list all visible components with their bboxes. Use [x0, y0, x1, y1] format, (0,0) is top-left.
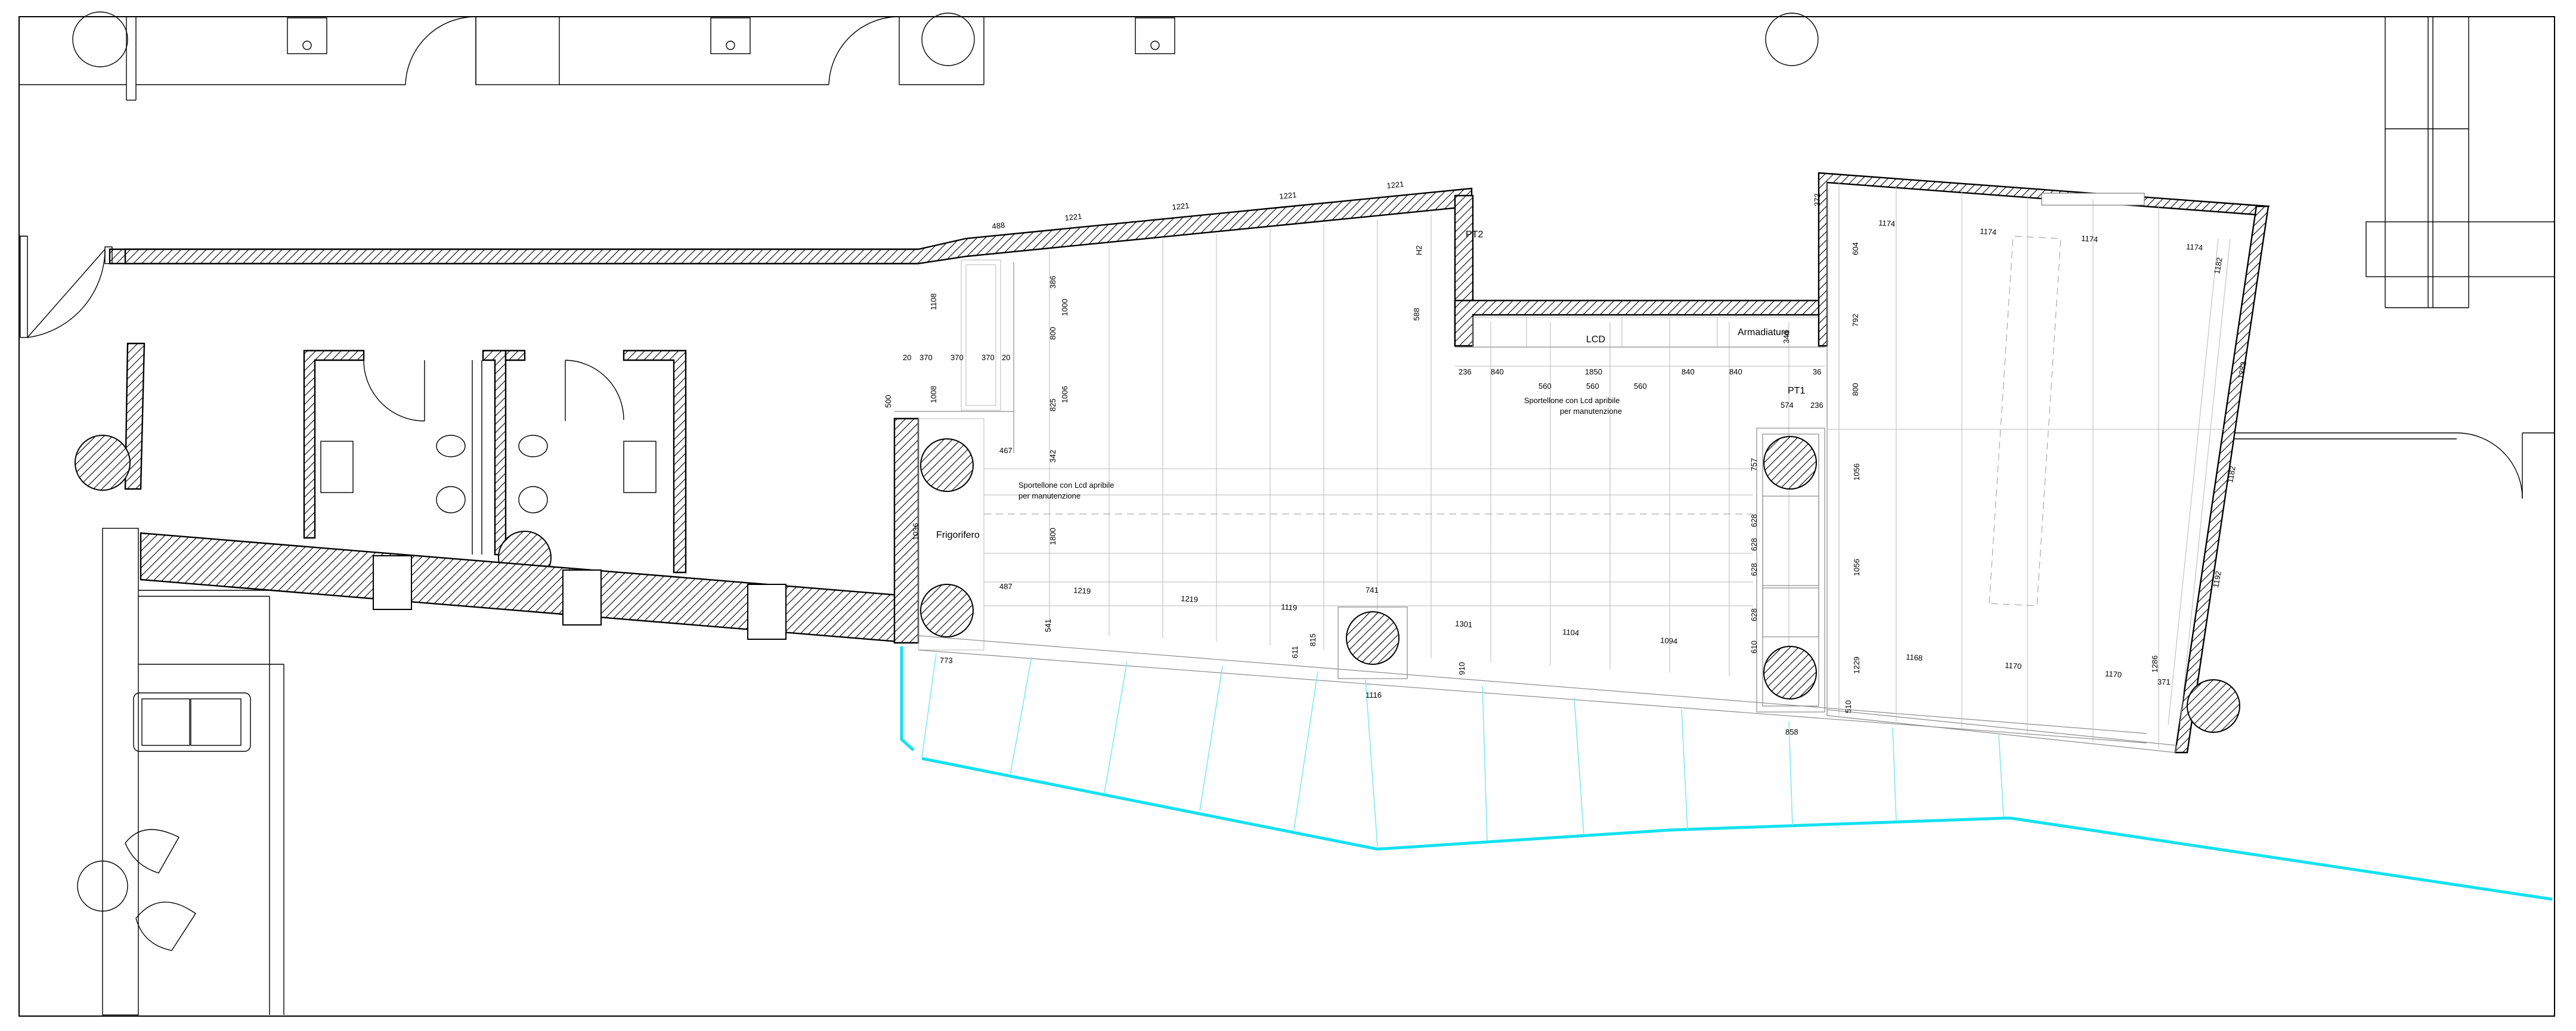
- glazing: [900, 646, 2553, 901]
- dim-label: 340: [1782, 330, 1791, 343]
- dim-label: 510: [1844, 700, 1853, 713]
- dim-label: 236: [1459, 367, 1472, 376]
- dim-label: 1094: [1660, 636, 1678, 646]
- dim-label: 1800: [1048, 528, 1057, 545]
- dim-label: 372: [1813, 193, 1822, 206]
- dim-label: 611: [1290, 646, 1299, 658]
- dim-label: 560: [1538, 382, 1552, 391]
- dim-label: 386: [1048, 275, 1057, 289]
- dim-label: 910: [1457, 662, 1466, 675]
- dim-label: 610: [1750, 640, 1758, 654]
- label-pt2: PT2: [1466, 230, 1483, 240]
- dim-label: 1221: [1172, 201, 1190, 212]
- label-sportellone-left-2: per manutenzione: [1018, 491, 1080, 500]
- dim-label: 628: [1750, 538, 1758, 551]
- dimension-labels: 488 1221 1221 1221 1221 1108 500 1008 20…: [884, 179, 2248, 736]
- label-sportellone-left-1: Sportellone con Lcd apribile: [1018, 481, 1114, 490]
- dim-label: 574: [1781, 401, 1794, 410]
- room-labels: Frigorifero LCD Armadiature PT1 PT2 Spor…: [936, 230, 1805, 540]
- dim-label: 20: [1002, 353, 1010, 362]
- dim-label: 840: [1682, 367, 1695, 376]
- dim-label: 541: [1044, 619, 1052, 632]
- dim-label: 588: [1412, 308, 1421, 321]
- dim-label: 840: [1491, 367, 1504, 376]
- lounge-area: [77, 528, 284, 1015]
- label-pt1: PT1: [1788, 386, 1805, 396]
- label-sportellone-right-2: per manutenzione: [1560, 407, 1622, 416]
- label-frigorifero: Frigorifero: [936, 530, 980, 540]
- top-rooms: [19, 11, 1819, 101]
- dim-label: 1108: [929, 293, 938, 310]
- dim-label: 560: [1634, 382, 1647, 391]
- corridor-walls: [19, 236, 919, 491]
- dim-label: 487: [999, 582, 1013, 591]
- dim-label: 1174: [2081, 234, 2098, 244]
- dim-label: 500: [884, 395, 893, 408]
- dim-label: H2: [1414, 245, 1423, 255]
- dim-label: 840: [1729, 367, 1742, 376]
- dim-label: 1182: [2212, 256, 2224, 274]
- dim-label: 488: [992, 221, 1005, 231]
- dim-label: 773: [940, 656, 953, 665]
- dim-label: 1282: [2236, 361, 2248, 379]
- dim-label: 1008: [929, 386, 938, 403]
- label-lcd: LCD: [1586, 335, 1605, 345]
- dim-label: 604: [1851, 242, 1860, 255]
- dim-label: 1116: [1366, 691, 1382, 699]
- dim-label: 825: [1048, 398, 1057, 411]
- dim-label: 1219: [1073, 586, 1091, 596]
- dim-label: 370: [919, 353, 933, 362]
- dim-label: 1104: [1562, 627, 1580, 637]
- dim-label: 1301: [1455, 619, 1473, 629]
- dim-label: 1170: [2105, 669, 2122, 679]
- dim-label: 1119: [1281, 602, 1298, 612]
- dim-label: 20: [903, 353, 911, 362]
- dim-label: 1036: [911, 523, 920, 540]
- dim-label: 628: [1750, 608, 1758, 621]
- dim-label: 1221: [1064, 212, 1082, 222]
- dim-label: 815: [1308, 633, 1317, 646]
- dim-label: 1170: [2005, 661, 2022, 671]
- dim-label: 1850: [1585, 367, 1602, 376]
- dim-label: 792: [1851, 314, 1860, 327]
- dim-label: 1174: [2186, 242, 2203, 252]
- dim-label: 1174: [1878, 218, 1896, 228]
- dim-label: 1056: [1852, 463, 1861, 481]
- dim-label: 1182: [2225, 465, 2237, 483]
- dim-label: 757: [1750, 458, 1758, 471]
- dim-label: 1006: [1060, 386, 1069, 403]
- dim-label: 370: [950, 353, 964, 362]
- dim-label: 371: [2157, 677, 2171, 686]
- dim-label: 1168: [1906, 652, 1923, 662]
- dim-label: 1192: [2211, 570, 2223, 588]
- dim-label: 1221: [1386, 179, 1404, 190]
- label-sportellone-right-1: Sportellone con Lcd apribile: [1524, 396, 1620, 405]
- dim-label: 800: [1048, 327, 1057, 340]
- dim-label: 741: [1366, 586, 1379, 595]
- dim-label: 342: [1048, 450, 1057, 463]
- dim-label: 628: [1750, 563, 1758, 576]
- dim-label: 560: [1586, 382, 1599, 391]
- dim-label: 370: [982, 353, 995, 362]
- dim-label: 1286: [2150, 655, 2159, 673]
- dim-label: 628: [1750, 514, 1758, 527]
- dim-label: 467: [999, 446, 1013, 455]
- label-armadiature: Armadiature: [1738, 327, 1789, 338]
- drawing-frame: [18, 16, 2555, 1017]
- dim-label: 1000: [1060, 299, 1069, 316]
- main-area: [124, 172, 2271, 754]
- dim-label: 1219: [1181, 594, 1199, 604]
- dim-label: 1174: [1980, 227, 1997, 237]
- wc-block: [303, 349, 687, 584]
- dim-label: 236: [1810, 401, 1823, 410]
- dim-label: 1221: [1279, 190, 1297, 201]
- dim-label: 858: [1785, 727, 1798, 736]
- dim-label: 1229: [1852, 657, 1861, 674]
- dim-label: 800: [1851, 383, 1860, 396]
- dim-label: 1056: [1852, 559, 1861, 576]
- dim-label: 36: [1813, 367, 1821, 376]
- right-edge-structure: [2230, 17, 2555, 499]
